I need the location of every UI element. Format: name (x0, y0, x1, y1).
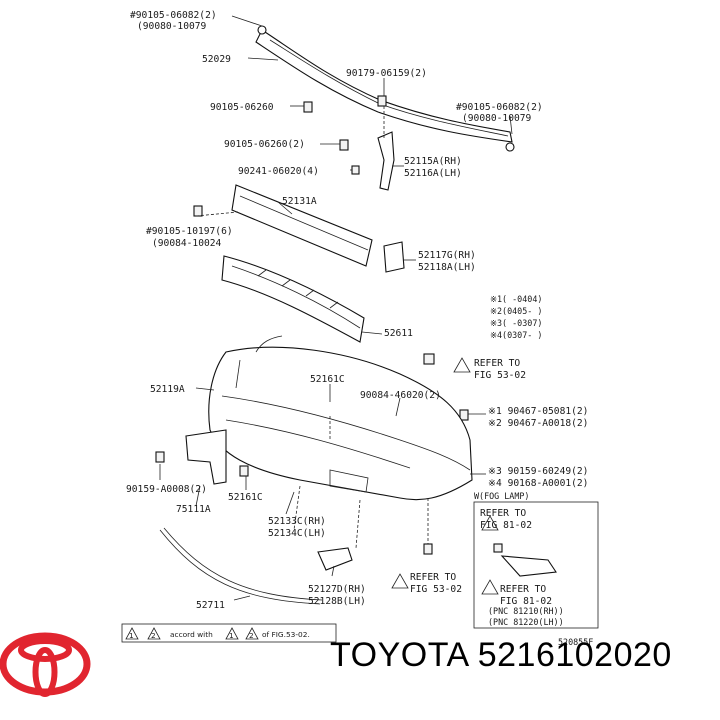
warning-triangle-icon (245, 627, 259, 640)
label-l32: 52161C (228, 492, 263, 503)
upper-retainer-52029 (255, 25, 515, 152)
label-l41: REFER TO (410, 572, 456, 583)
label-l10: 52116A(LH) (404, 168, 462, 179)
warning-triangle-icon (453, 357, 471, 373)
clip-icon (459, 409, 469, 421)
label-l24: 52119A (150, 384, 185, 395)
label-l05: 90105-06260 (210, 102, 274, 113)
label-l27: ※1 90467-05081(2) (488, 406, 588, 417)
warning-triangle-icon (125, 627, 139, 640)
clip-icon (339, 139, 349, 151)
label-l37: REFER TO (480, 508, 526, 519)
warning-triangle-icon (225, 627, 239, 640)
clip-icon (239, 465, 249, 477)
fog-cover-52127D (317, 547, 353, 571)
label-l02: (90080-10079 (137, 21, 207, 32)
fog-lamp-inset (473, 501, 599, 629)
label-l18: ※2(0405- ) (490, 306, 542, 316)
fog-lamp (500, 555, 557, 577)
clip-icon (423, 543, 433, 555)
label-l35: 52134C(LH) (268, 528, 326, 539)
label-l03: 52029 (202, 54, 231, 65)
label-l13: #90105-10197(6) (146, 226, 233, 237)
clip-icon (505, 142, 515, 152)
label-l31: 90159-A0008(2) (126, 484, 207, 495)
clip-icon (377, 95, 387, 107)
label-l19: ※3( -0307) (490, 318, 542, 328)
label-l38: FIG 81-02 (480, 520, 532, 531)
license-bracket-75111A (185, 429, 227, 485)
label-l50: 520855F (558, 637, 593, 647)
label-l34: 52133C(RH) (268, 516, 326, 527)
label-l33: 75111A (176, 504, 211, 515)
bracket-52117G (383, 241, 405, 273)
label-l47: 52711 (196, 600, 225, 611)
molding-52711 (159, 527, 323, 605)
label-l23: FIG 53-02 (474, 370, 526, 381)
label-l43: REFER TO (500, 584, 546, 595)
screw-icon (351, 165, 360, 175)
svg-text:2: 2 (151, 631, 156, 640)
label-l16: 52118A(LH) (418, 262, 476, 273)
label-l06: #90105-06082(2) (456, 102, 543, 113)
leader-lines (159, 15, 513, 601)
clip-icon (257, 25, 267, 35)
label-l26: 90084-46020(2) (360, 390, 441, 401)
label-l45: (PNC 81210(RH)) (488, 606, 564, 616)
warning-triangle-icon (391, 573, 409, 589)
warning-icons (391, 357, 499, 595)
svg-text:1: 1 (229, 631, 234, 640)
note-box: 1 2 1 2 accord with of FIG.53-02. (121, 623, 337, 643)
brand-row (0, 632, 91, 697)
label-l29: ※3 90159-60249(2) (488, 466, 588, 477)
label-l15: 52117G(RH) (418, 250, 476, 261)
label-l11: 90241-06020(4) (238, 166, 319, 177)
svg-text:2: 2 (249, 631, 254, 640)
label-l04: 90179-06159(2) (346, 68, 427, 79)
label-l44: FIG 81-02 (500, 596, 552, 607)
label-l17: ※1( -0404) (490, 294, 542, 304)
label-l20: ※4(0307- ) (490, 330, 542, 340)
label-l25: 52161C (310, 374, 345, 385)
svg-text:1: 1 (129, 631, 134, 640)
label-l42: FIG 53-02 (410, 584, 462, 595)
clip-icon (303, 101, 313, 113)
reinforcement-52131A (231, 184, 373, 267)
label-l07: (90080-10079 (462, 113, 532, 124)
note-accord: accord with (170, 630, 213, 639)
warning-triangle-icon (481, 515, 499, 531)
label-l01: #90105-06082(2) (130, 10, 217, 21)
label-l40: 52128B(LH) (308, 596, 366, 607)
clip-icon (423, 353, 435, 365)
label-l28: ※2 90467-A0018(2) (488, 418, 588, 429)
label-l09: 52115A(RH) (404, 156, 462, 167)
label-l46: (PNC 81220(LH)) (488, 617, 564, 627)
label-l21: 52611 (384, 328, 413, 339)
label-l39: 52127D(RH) (308, 584, 366, 595)
label-l22: REFER TO (474, 358, 520, 369)
clip-icon (493, 543, 503, 553)
absorber-52611 (221, 255, 365, 343)
warning-triangle-icon (481, 579, 499, 595)
assembly-lines (195, 106, 429, 549)
label-l12: 52131A (282, 196, 317, 207)
label-l14: (90084-10024 (152, 238, 222, 249)
clip-icon (193, 205, 203, 217)
label-l36: W(FOG LAMP) (474, 491, 529, 501)
bumper-cover-52119A (208, 335, 473, 501)
screw-icon (155, 451, 165, 463)
side-bracket-52115A (377, 131, 395, 191)
warning-triangle-icon (147, 627, 161, 640)
label-l30: ※4 90168-A0001(2) (488, 478, 588, 489)
label-l08: 90105-06260(2) (224, 139, 305, 150)
part-labels: #90105-06082(2) (90080-10079 52029 90179… (126, 10, 593, 647)
brand-part-number: TOYOTA 5216102020 (330, 636, 672, 674)
toyota-logo-icon (0, 632, 91, 697)
note-of-fig: of FIG.53-02. (262, 630, 310, 639)
